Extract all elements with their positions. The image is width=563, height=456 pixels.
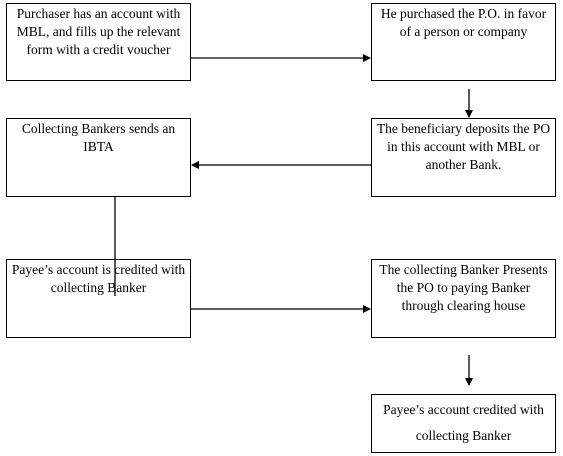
- final-payee-credited-text: Payee’s account credited with collecting…: [383, 402, 544, 443]
- payee-account-credited-box: Payee’s account is credited with collect…: [6, 259, 191, 338]
- purchaser-text: Purchaser has an account with MBL, and f…: [16, 6, 181, 57]
- collecting-bankers-ibta-box: Collecting Bankers sends an IBTA: [6, 118, 191, 197]
- collecting-bankers-ibta-text: Collecting Bankers sends an IBTA: [21, 121, 176, 154]
- final-payee-credited-box: Payee’s account credited with collecting…: [371, 394, 556, 453]
- collecting-banker-presents-text: The collecting Banker Presents the PO to…: [379, 262, 548, 313]
- payee-account-credited-text: Payee’s account is credited with collect…: [11, 262, 186, 295]
- purchased-po-text: He purchased the P.O. in favor of a pers…: [380, 6, 547, 39]
- purchaser-box: Purchaser has an account with MBL, and f…: [6, 3, 191, 81]
- purchased-po-box: He purchased the P.O. in favor of a pers…: [371, 3, 556, 81]
- beneficiary-deposits-text: The beneficiary deposits the PO in this …: [376, 121, 551, 172]
- collecting-banker-presents-box: The collecting Banker Presents the PO to…: [371, 259, 556, 338]
- beneficiary-deposits-box: The beneficiary deposits the PO in this …: [371, 118, 556, 197]
